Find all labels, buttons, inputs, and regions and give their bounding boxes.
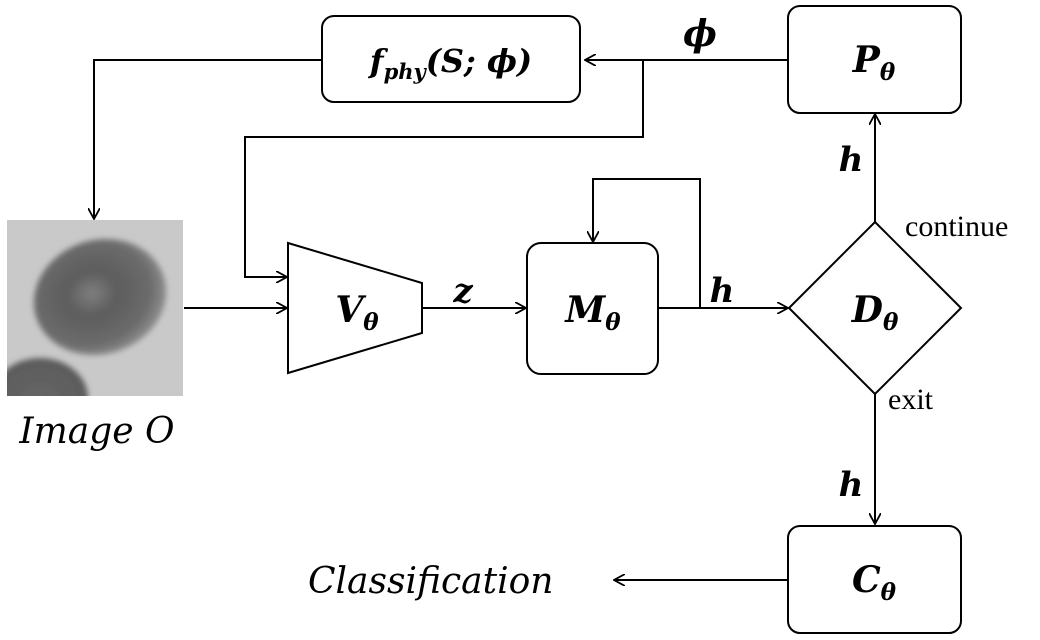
input-image <box>7 220 183 396</box>
physics-label-args: (S; ϕ) <box>426 42 532 80</box>
decision-label: D <box>851 289 883 331</box>
svg-text:Cθ: Cθ <box>852 559 897 606</box>
edge-phi-to-vision <box>244 60 644 277</box>
classifier-label: C <box>852 559 881 601</box>
vision-label-sub: θ <box>363 309 379 336</box>
continue-label: continue <box>905 210 1008 243</box>
physics-label-sub: phy <box>384 59 428 84</box>
edge-physics-to-image <box>94 59 322 219</box>
physics-label-prefix: f <box>368 42 389 80</box>
h-edge-label-memory: h <box>710 271 735 311</box>
vision-label: V <box>335 289 366 331</box>
decision-label-sub: θ <box>883 309 899 336</box>
svg-text:Vθ: Vθ <box>335 289 379 336</box>
svg-text:Dθ: Dθ <box>851 289 899 336</box>
cell-shape-secondary <box>7 358 88 396</box>
memory-label: M <box>563 289 606 331</box>
z-edge-label: z <box>452 271 473 311</box>
edge-memory-loop <box>593 178 701 308</box>
svg-text:Pθ: Pθ <box>852 39 896 86</box>
classifier-node: Cθ <box>787 525 962 634</box>
vision-encoder-node: Vθ <box>287 241 423 375</box>
phi-edge-label: ϕ <box>683 13 717 55</box>
cell-shape <box>33 238 167 356</box>
classification-output-label: Classification <box>308 561 553 602</box>
memory-node: Mθ <box>526 242 659 375</box>
image-caption: Image O <box>18 411 174 452</box>
policy-label-sub: θ <box>880 59 896 86</box>
exit-label: exit <box>888 383 934 416</box>
policy-label: P <box>852 39 881 81</box>
memory-label-sub: θ <box>605 309 621 336</box>
physics-model-node: fphy(S; ϕ) <box>321 15 581 103</box>
decision-node: Dθ <box>787 220 963 396</box>
h-edge-label-policy: h <box>839 140 864 180</box>
svg-text:fphy(S; ϕ): fphy(S; ϕ) <box>368 42 532 84</box>
classifier-label-sub: θ <box>881 579 897 606</box>
policy-node: Pθ <box>787 5 962 114</box>
svg-text:Mθ: Mθ <box>563 289 621 336</box>
h-edge-label-classifier: h <box>839 465 864 505</box>
